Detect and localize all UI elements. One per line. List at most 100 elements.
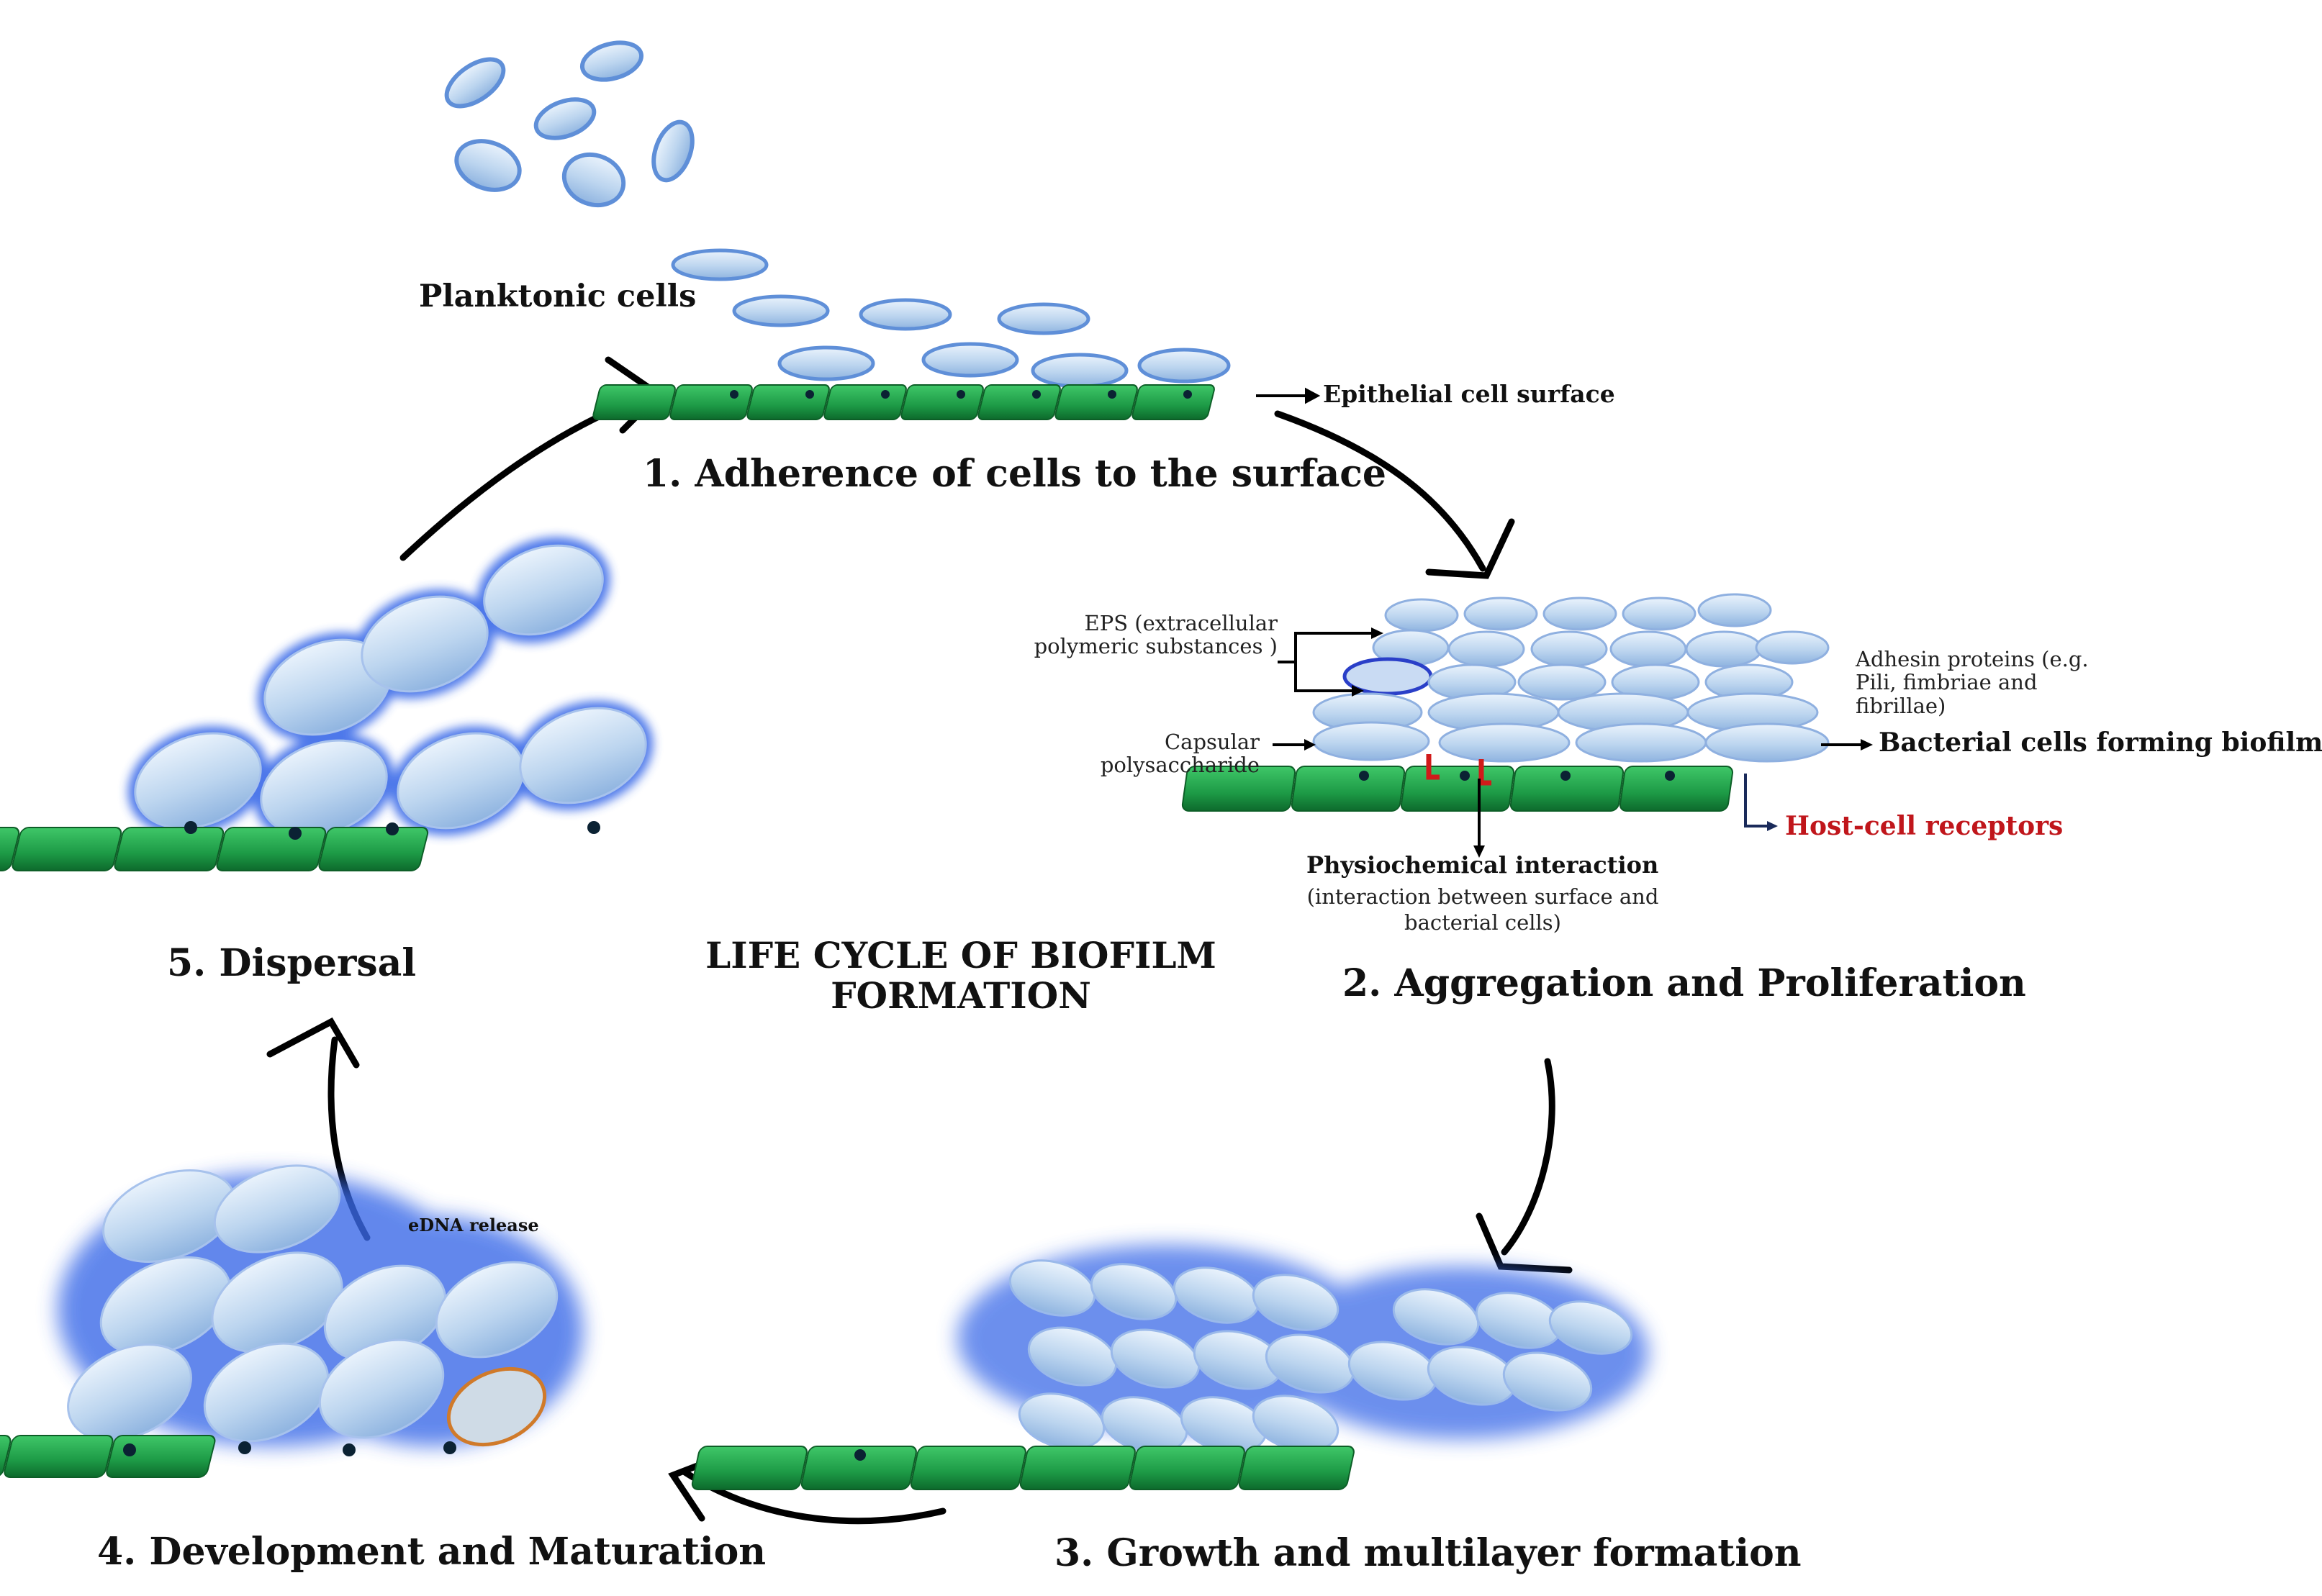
stage-3-title: 3. Growth and multilayer formation [1054,1531,1802,1575]
nucleus [1359,771,1369,781]
nucleus [730,390,738,399]
growth-cell [1027,1326,1118,1387]
mature-cell [318,1338,445,1439]
stage-1-title: 1. Adherence of cells to the surface [643,452,1387,496]
epithelial-cell [900,384,984,420]
nucleus [805,390,814,399]
settling-cell [1137,348,1231,384]
nucleus [1032,390,1041,399]
aggregation-cells [1312,593,1830,763]
physiochemical-detail: (interaction between surface and bacteri… [1306,884,1659,935]
aggregate-cell [1530,630,1608,668]
eps-label: EPS (extracellular polymeric substances … [1034,611,1278,659]
aggregate-cell [1622,597,1697,631]
nucleus [1183,390,1192,399]
epithelial-cell [114,827,225,871]
epithelial-cell [4,1435,114,1478]
nucleus [289,827,302,840]
epithelial-cell [1619,766,1734,812]
planktonic-cell [533,97,597,140]
mature-cell [213,1164,341,1253]
receptor-mark [1426,754,1440,780]
epithelial-cell [746,384,830,420]
planktonic-cell [454,139,522,192]
stage-2-title: 2. Aggregation and Proliferation [1342,961,2026,1005]
host-cell-receptors [1426,754,1491,786]
growth-cell [1008,1259,1096,1317]
epithelial-cell [910,1446,1026,1490]
epithelial-cell [106,1435,216,1478]
settling-cell [997,302,1090,335]
epithelial-cell [1238,1446,1355,1490]
dispersing-cell [483,544,604,636]
planktonic-cell [651,119,695,183]
stage-5-title: 5. Dispersal [167,941,417,985]
epithelial-cell [669,384,753,420]
nucleus [238,1441,251,1454]
epithelial-cell [592,384,676,420]
arrow-aggregation-to-growth [1501,1058,1555,1256]
growth-cell [1252,1274,1340,1331]
growth-cells [1008,1259,1633,1454]
mature-cell [435,1261,559,1359]
epithelial-cell [1054,384,1138,420]
settling-cell [859,298,952,331]
epithelial-cell [1131,384,1215,420]
epithelial-cell [823,384,907,420]
epithelial-surface-3 [691,1446,1355,1490]
epithelial-cell [1400,766,1515,812]
nucleus [587,821,600,834]
dispersing-cell [134,732,262,830]
epithelial-surface-1 [592,384,1215,420]
planktonic-cell [444,57,506,109]
nucleus [1460,771,1470,781]
arrowhead-to-dispersal [266,1017,360,1069]
aggregate-cell [1517,663,1607,701]
stage-4-illustration [0,1164,583,1478]
growth-cell [1392,1288,1480,1346]
nucleus [386,822,399,835]
epithelial-surface-2 [1181,766,1734,812]
settling-cell [921,342,1019,378]
stage-1-illustration [444,40,1321,420]
growth-cell [1090,1263,1178,1320]
nucleus [854,1449,866,1461]
dispersing-cell [361,595,489,693]
arrow-adherence-to-aggregation [1274,410,1486,572]
mature-cell [211,1251,343,1354]
planktonic-cell [579,40,644,82]
nucleus [957,390,965,399]
planktonic-cells-label: Planktonic cells [419,278,697,314]
epithelial-cell [1181,766,1296,812]
epithelial-cell [691,1446,808,1490]
aggregate-cell [1685,630,1763,668]
dispersal-cells [134,544,647,837]
dispersing-cell [519,707,647,804]
aggregate-cell [1542,597,1617,631]
planktonic-cell-group [444,40,695,208]
nucleus [184,821,197,834]
aggregate-cell [1704,722,1830,763]
epithelial-surface-4 [0,1435,456,1478]
nucleus [1560,771,1571,781]
nucleus [123,1443,136,1456]
epithelial-pointer [1256,387,1321,404]
diagram-title: LIFE CYCLE OF BIOFILM FORMATION [705,934,1216,1017]
host-receptor-pointer [1744,774,1767,828]
arrowhead-to-aggregation [1425,518,1515,579]
stage-2-arrowheads [1304,627,1873,858]
physiochemical-label: Physiochemical interaction [1306,851,1659,879]
mature-cell [446,1366,547,1447]
arrowhead-to-growth [1476,1212,1573,1274]
growth-cell [1548,1300,1633,1355]
eps-bracket [1294,632,1332,692]
epithelial-cell [0,827,20,871]
aggregate-cell [1447,630,1525,668]
epithelial-cell [318,827,429,871]
epithelial-cell [1291,766,1406,812]
nucleus [1108,390,1116,399]
epithelial-surface-5 [0,821,600,871]
mature-cell [203,1342,330,1443]
nucleus [881,390,890,399]
